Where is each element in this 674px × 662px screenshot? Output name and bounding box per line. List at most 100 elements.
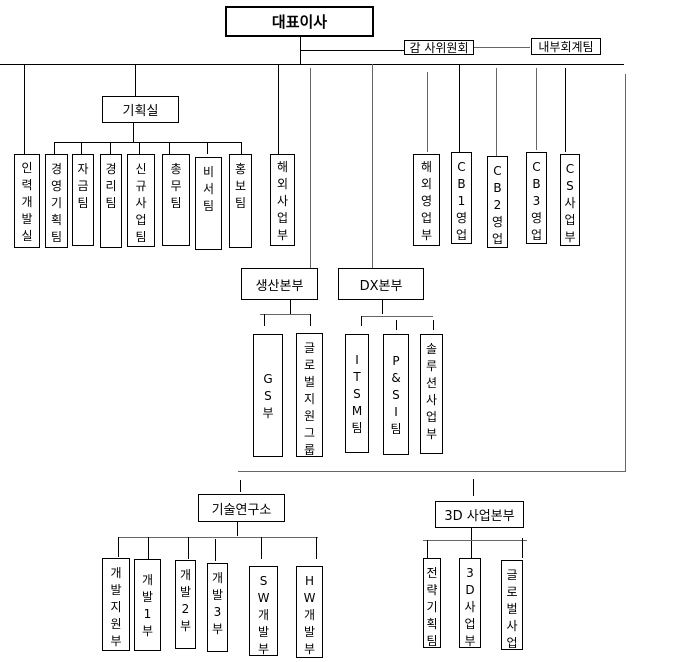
- connector: [24, 64, 25, 154]
- connector: [316, 537, 317, 559]
- connector: [382, 300, 383, 314]
- connector: [361, 316, 433, 317]
- connector: [290, 300, 291, 314]
- biz3d-hq-box: 3D 사업본부: [435, 501, 524, 528]
- connector: [473, 47, 530, 48]
- connector: [81, 142, 82, 154]
- connector: [54, 142, 55, 154]
- connector: [565, 68, 566, 152]
- connector: [118, 537, 119, 557]
- internal-accounting-label: 내부회계팀: [538, 40, 594, 54]
- connector: [237, 522, 238, 536]
- connector: [300, 50, 404, 51]
- connector: [310, 68, 311, 268]
- connector: [625, 74, 626, 471]
- connector: [139, 142, 140, 154]
- audit-committee-box: 감 사위원회: [404, 40, 474, 55]
- connector: [118, 537, 318, 538]
- connector: [473, 479, 474, 496]
- planning-office-label: 기획실: [122, 104, 159, 119]
- connector: [260, 314, 310, 315]
- connector: [396, 320, 397, 330]
- connector: [261, 537, 262, 559]
- connector: [536, 68, 537, 150]
- connector: [372, 64, 373, 268]
- rnd-center-box: 기술연구소: [198, 494, 285, 522]
- connector: [135, 64, 136, 96]
- connector: [240, 480, 241, 492]
- connector: [433, 320, 434, 330]
- connector: [423, 540, 527, 541]
- connector: [238, 471, 626, 472]
- connector: [427, 72, 428, 152]
- connector: [54, 142, 242, 143]
- connector: [278, 64, 279, 154]
- connector: [148, 537, 149, 559]
- connector: [496, 68, 497, 156]
- production-hq-box: 생산본부: [241, 268, 318, 300]
- connector: [459, 64, 460, 152]
- connector: [188, 537, 189, 559]
- connector: [215, 539, 216, 561]
- production-hq-label: 생산본부: [255, 278, 304, 294]
- connector: [361, 316, 362, 326]
- internal-accounting-box: 내부회계팀: [531, 38, 601, 55]
- dx-hq-label: DX본부: [359, 278, 403, 294]
- ceo-label: 대표이사: [271, 13, 328, 31]
- connector: [0, 64, 624, 65]
- connector: [310, 314, 311, 326]
- ceo-box: 대표이사: [225, 6, 374, 37]
- dx-hq-box: DX본부: [338, 268, 424, 300]
